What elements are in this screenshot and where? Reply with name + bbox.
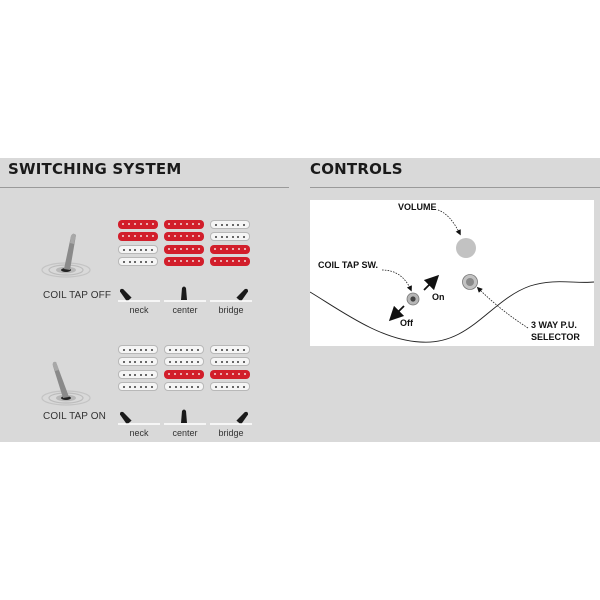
pickup-coil — [164, 370, 204, 379]
selector-lever-icon — [164, 409, 206, 425]
selector-row-coil-tap-off: neck center bridge — [116, 282, 260, 316]
pickup-coil — [210, 382, 250, 391]
pickup-coil — [118, 232, 158, 241]
selector-label-line1: 3 WAY P.U. — [531, 320, 577, 330]
off-arrow — [388, 305, 405, 322]
switching-title-rule — [0, 187, 289, 188]
pickup-grid-coil-tap-off — [116, 220, 260, 270]
pickup-coil — [118, 382, 158, 391]
volume-label: VOLUME — [398, 202, 437, 212]
pickup-coil — [210, 357, 250, 366]
pickup-coil — [210, 345, 250, 354]
pickup-coil — [164, 357, 204, 366]
coil-tap-off-toggle-icon — [40, 228, 96, 280]
off-label: Off — [400, 318, 413, 328]
selector-position-bridge: bridge — [218, 428, 244, 438]
coil-tap-switch-label: COIL TAP SW. — [318, 260, 379, 270]
controls-diagram: VOLUME COIL TAP SW. On Off 3 WAY P.U. SE… — [310, 200, 594, 346]
selector-lever-icon — [210, 411, 252, 425]
selector-label-line2: SELECTOR — [531, 332, 580, 342]
volume-knob — [456, 238, 476, 258]
coil-tap-on-toggle-icon — [40, 356, 96, 408]
pickup-coil — [164, 245, 204, 254]
selector-leader-line — [476, 286, 529, 329]
pickup-coil — [118, 345, 158, 354]
pickup-coil — [118, 245, 158, 254]
volume-leader-line — [437, 209, 461, 236]
pickup-coil — [210, 245, 250, 254]
selector-lever-icon — [118, 288, 160, 302]
guitar-body-outline — [310, 281, 594, 343]
selector-lever-icon — [164, 286, 206, 302]
pickup-coil — [164, 232, 204, 241]
selector-lever-icon — [118, 411, 160, 425]
pickup-coil — [118, 370, 158, 379]
coil-tap-leader-line — [381, 269, 412, 292]
selector-position-neck: neck — [129, 305, 149, 315]
selector-position-center: center — [172, 305, 198, 315]
pickup-coil — [210, 370, 250, 379]
controls-title-rule — [310, 187, 600, 188]
switching-system-title: SWITCHING SYSTEM — [8, 160, 182, 178]
pickup-coil — [118, 220, 158, 229]
coil-tap-on-label: COIL TAP ON — [43, 411, 106, 422]
selector-position-center: center — [172, 428, 198, 438]
pickup-coil — [210, 220, 250, 229]
coil-tap-off-label: COIL TAP OFF — [43, 290, 112, 301]
selector-position-bridge: bridge — [218, 305, 244, 315]
pickup-coil — [118, 357, 158, 366]
selector-row-coil-tap-on: neck center bridge — [116, 405, 260, 439]
pickup-coil — [210, 232, 250, 241]
pickup-coil — [164, 345, 204, 354]
selector-lever-icon — [210, 288, 252, 302]
on-label: On — [432, 292, 445, 302]
pickup-coil — [164, 382, 204, 391]
selector-position-neck: neck — [129, 428, 149, 438]
pickup-coil — [164, 257, 204, 266]
controls-title: CONTROLS — [310, 160, 403, 178]
on-arrow — [423, 274, 440, 291]
pickup-coil — [210, 257, 250, 266]
pickup-coil — [164, 220, 204, 229]
pickup-grid-coil-tap-on — [116, 345, 260, 395]
pickup-coil — [118, 257, 158, 266]
